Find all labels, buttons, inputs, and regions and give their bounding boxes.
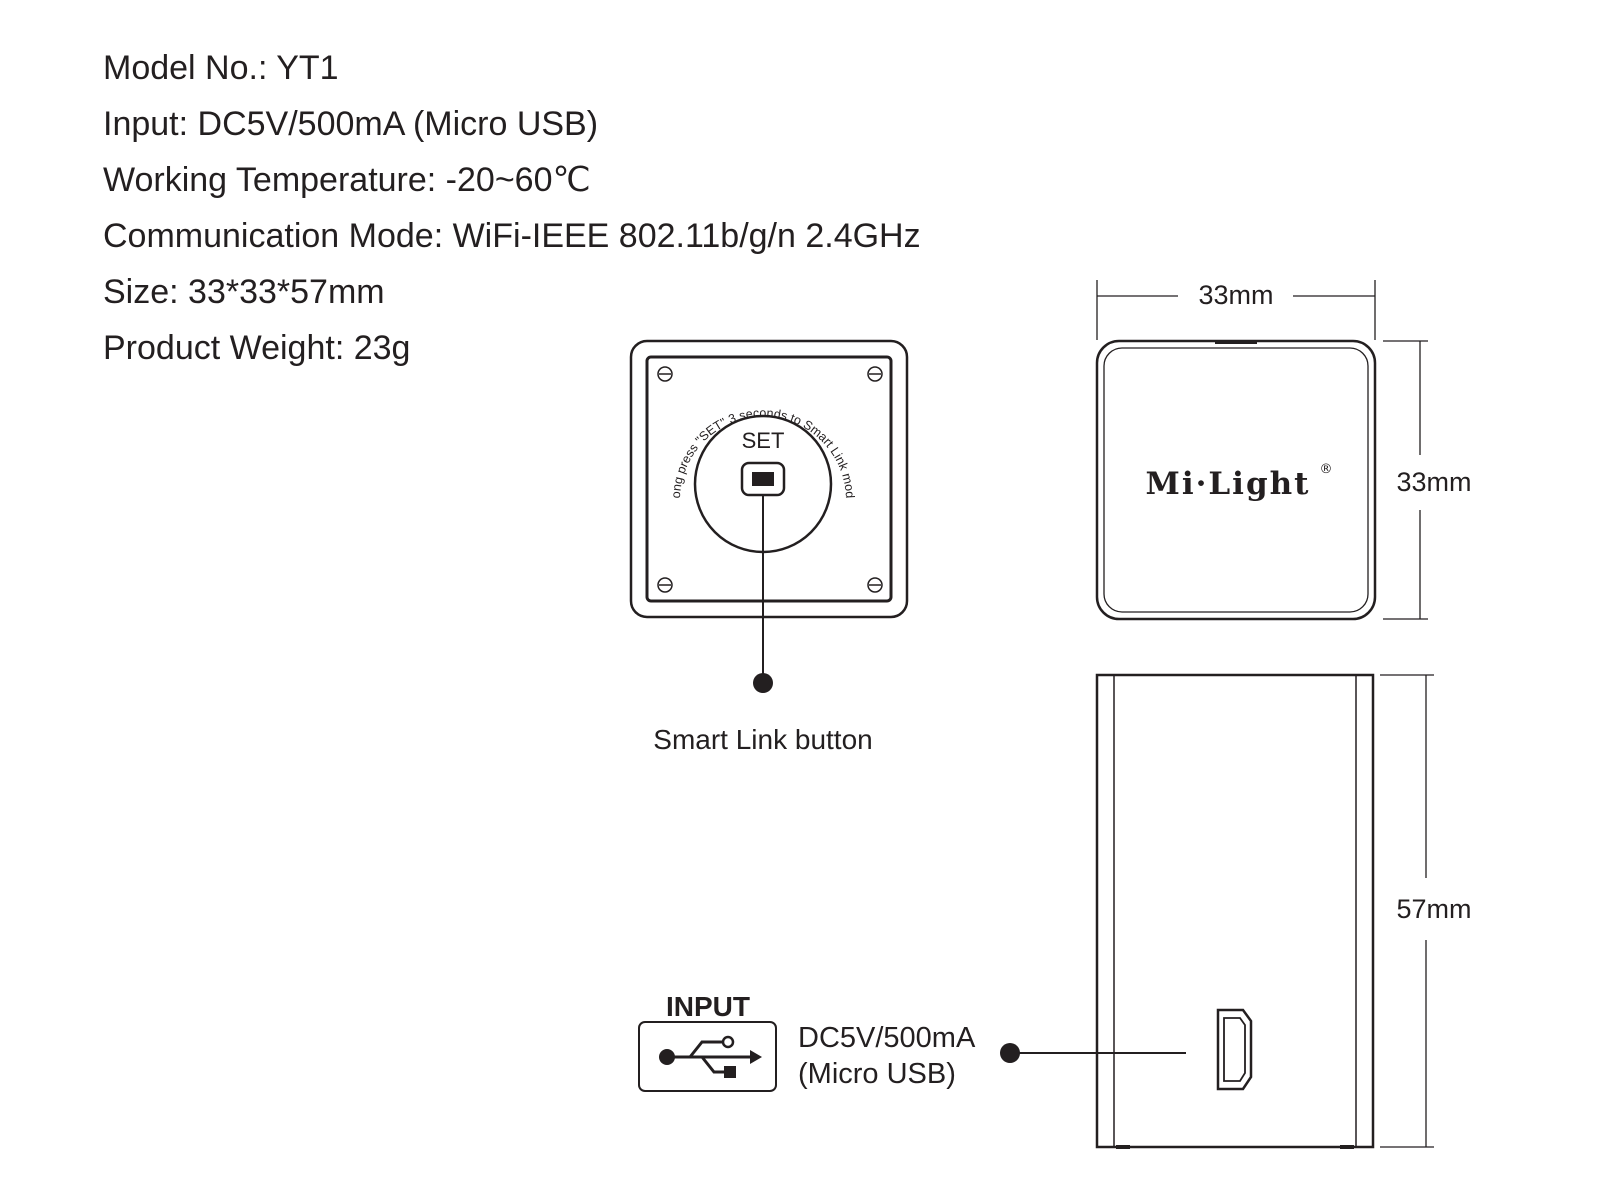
set-label: SET: [742, 428, 785, 453]
screw-icon: [867, 366, 883, 382]
back-view-inner-plate: [645, 355, 893, 603]
spec-model: Model No.: YT1: [103, 49, 339, 87]
back-view-outer-frame: [629, 339, 909, 619]
side-view-body: [1095, 673, 1375, 1149]
smart-link-button-label: Smart Link button: [653, 724, 872, 755]
spec-list: Model No.: YT1 Input: DC5V/500mA (Micro …: [103, 40, 921, 376]
height-label: 57mm: [1396, 894, 1471, 924]
top-view-inner-edge: [1103, 347, 1369, 613]
screw-icon: [657, 577, 673, 593]
mi-light-logo: Mi·Light: [1146, 466, 1311, 502]
spec-weight: Product Weight: 23g: [103, 329, 411, 367]
registered-mark: ®: [1320, 462, 1333, 477]
top-view: [1095, 280, 1428, 621]
spec-temperature: Working Temperature: -20~60℃: [103, 161, 591, 199]
spec-communication: Communication Mode: WiFi-IEEE 802.11b/g/…: [103, 217, 921, 255]
screw-icon: [867, 577, 883, 593]
ring-instruction-text: Long press "SET" 3 seconds to Smart Link…: [0, 0, 857, 499]
usb-icon-frame: [638, 1021, 777, 1092]
input-spec-line2: (Micro USB): [798, 1058, 956, 1090]
callout-dot: [753, 673, 773, 693]
width-label: 33mm: [1198, 280, 1273, 310]
depth-label: 33mm: [1396, 467, 1471, 497]
usb-callout-dot: [1000, 1043, 1020, 1063]
spec-size: Size: 33*33*57mm: [103, 273, 385, 311]
usb-icon: [659, 1035, 762, 1078]
screw-icon: [657, 366, 673, 382]
back-view: [629, 339, 909, 693]
input-title: INPUT: [666, 991, 750, 1022]
input-spec-line1: DC5V/500mA: [798, 1022, 976, 1054]
set-button-key[interactable]: [752, 472, 774, 486]
micro-usb-port-inner: [1223, 1017, 1246, 1082]
spec-input: Input: DC5V/500mA (Micro USB): [103, 105, 599, 143]
micro-usb-port-outer: [1216, 1008, 1253, 1091]
side-view: [638, 673, 1434, 1149]
